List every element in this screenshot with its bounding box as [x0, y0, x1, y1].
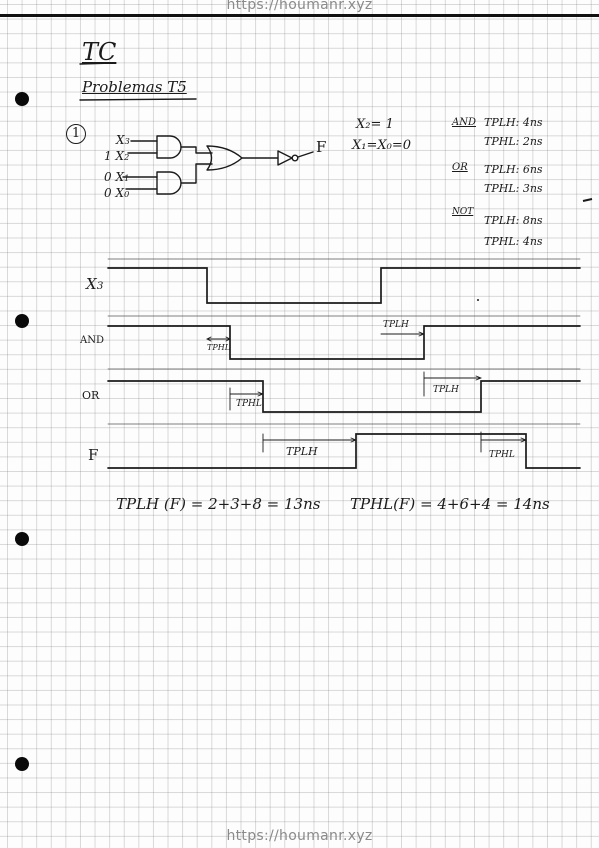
- timing-reference-lines: [107, 258, 581, 425]
- waveform-or: [107, 380, 581, 413]
- title-underline: [79, 62, 113, 65]
- waveform-f: [107, 433, 581, 469]
- or-tphl-annotation: TPHL: [236, 399, 262, 409]
- not-tphl: TPHL: 4ns: [484, 235, 543, 248]
- result-tphl: TPHL(F) = 4+6+4 = 14ns: [350, 495, 550, 513]
- binder-hole: [15, 532, 29, 546]
- binder-hole: [15, 314, 29, 328]
- signal-label-x3: X3: [86, 275, 104, 293]
- not-delay-label: NOT: [452, 207, 474, 217]
- wire-not-out: [297, 151, 314, 158]
- page-subtitle: Problemas T5: [82, 78, 187, 96]
- signal-label-f: F: [88, 446, 99, 464]
- binder-hole: [15, 757, 29, 771]
- condition-x1-x0: X₁=X₀=0: [352, 138, 411, 153]
- input-label-x0: 0 X0: [104, 186, 130, 200]
- or-gate-icon: [206, 145, 243, 171]
- page-title: TC: [82, 38, 117, 66]
- top-edge-line: [0, 14, 599, 17]
- and-tplh-annotation: TPLH: [383, 320, 409, 330]
- not-gate-icon: [277, 150, 299, 166]
- or-tplh: TPLH: 6ns: [484, 163, 543, 176]
- margin-mark: [582, 198, 593, 202]
- input-label-x2: 1 X2: [104, 149, 130, 163]
- subtitle-underline: [79, 98, 197, 101]
- watermark-bottom: https://houmanr.xyz: [226, 828, 373, 844]
- signal-label-and: AND: [80, 335, 104, 346]
- problem-number: 1: [66, 124, 86, 144]
- and-tplh: TPLH: 4ns: [484, 116, 543, 129]
- output-label-f: F: [316, 138, 327, 156]
- not-tplh-annotation: TPLH: [286, 445, 318, 458]
- input-label-x1: 0 X1: [104, 170, 130, 184]
- input-label-x3: X3: [116, 133, 130, 147]
- dot-mark: [477, 299, 479, 301]
- not-tphl-annotation: TPHL: [489, 450, 515, 460]
- and-gate-2-icon: [122, 171, 182, 195]
- and-tphl: TPHL: 2ns: [484, 135, 543, 148]
- and-tphl-annotation: TPHL: [207, 343, 231, 352]
- watermark-top: https://houmanr.xyz: [226, 0, 373, 13]
- result-tplh: TPLH (F) = 2+3+8 = 13ns: [116, 495, 321, 513]
- signal-label-or: OR: [82, 389, 100, 402]
- delay-markers: [206, 331, 527, 453]
- not-tplh: TPLH: 8ns: [484, 214, 543, 227]
- and-delay-label: AND: [452, 117, 476, 128]
- waveform-x3: [107, 267, 581, 304]
- wire-and1-or: [180, 146, 213, 154]
- or-tphl: TPHL: 3ns: [484, 182, 543, 195]
- wire-and2-or: [180, 163, 213, 184]
- condition-x2: X₂= 1: [356, 117, 394, 132]
- or-delay-label: OR: [452, 162, 468, 173]
- binder-hole: [15, 92, 29, 106]
- and-gate-1-icon: [127, 135, 182, 159]
- or-tplh-annotation: TPLH: [433, 385, 459, 395]
- waveform-and: [107, 325, 581, 360]
